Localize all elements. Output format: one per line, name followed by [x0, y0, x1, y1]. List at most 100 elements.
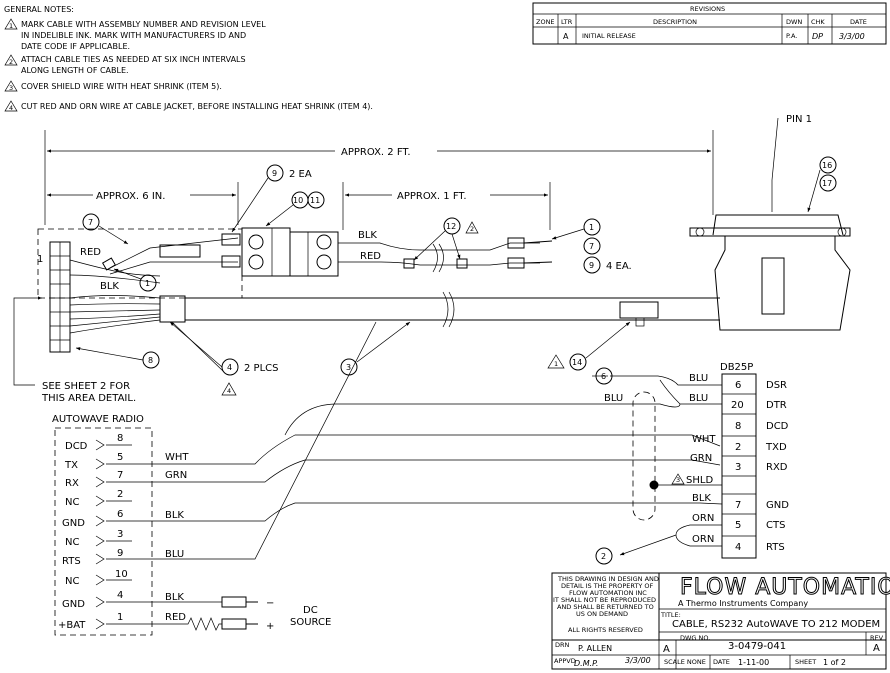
svg-text:11: 11	[310, 196, 320, 205]
svg-text:GND: GND	[62, 599, 85, 610]
note-number: 4	[9, 104, 13, 112]
svg-text:TX: TX	[64, 460, 78, 471]
db25-pin-row: 5 CTS ORN	[692, 513, 785, 531]
svg-text:NC: NC	[65, 537, 79, 548]
subcompany: A Thermo Instruments Company	[678, 599, 808, 608]
note-line: MARK CABLE WITH ASSEMBLY NUMBER AND REVI…	[21, 20, 266, 29]
radio-pin-row: NC 2	[65, 489, 132, 508]
rev-description: INITIAL RELEASE	[582, 32, 636, 40]
svg-text:4: 4	[735, 542, 741, 553]
db25-pin-row: 3 RXD GRN	[690, 453, 788, 473]
svg-text:1: 1	[554, 360, 558, 368]
prop-line: AND SHALL BE RETURNED TO	[557, 603, 654, 611]
fan-out-wires	[69, 259, 161, 334]
svg-text:8: 8	[735, 421, 741, 432]
rev-chk: DP	[812, 32, 823, 41]
left-connector: 1	[37, 241, 71, 353]
svg-text:2: 2	[470, 225, 474, 233]
db25-pin-row: 20 DTR BLU	[689, 393, 787, 411]
svg-text:BLK: BLK	[165, 592, 184, 603]
dwg-label: DWG NO.	[680, 634, 710, 642]
shield-group	[632, 391, 656, 521]
balloon-7-left: 7	[82, 213, 129, 245]
date-value: 1-11-00	[738, 658, 769, 667]
dc-plus: +	[266, 621, 274, 632]
wire-label-red: RED	[80, 247, 101, 258]
dimension-one-foot-label: APPROX. 1 FT.	[397, 191, 467, 202]
svg-text:2: 2	[117, 489, 123, 500]
note-4: 4 CUT RED AND ORN WIRE AT CABLE JACKET, …	[4, 100, 373, 112]
svg-text:10: 10	[115, 569, 128, 580]
prop-line: US ON DEMAND	[576, 610, 628, 618]
radio-pin-row: DCD 8	[65, 433, 132, 452]
rev-header-chk: CHK	[811, 18, 825, 26]
title-label: TITLE:	[660, 611, 681, 619]
callout-2plcs: 2 PLCS	[244, 363, 278, 374]
svg-text:5: 5	[117, 452, 123, 463]
rev-dwn: P.A.	[786, 32, 797, 40]
rev-header-description: DESCRIPTION	[653, 18, 697, 26]
date-label: DATE	[713, 658, 730, 666]
balloon-12: 12 2	[413, 217, 479, 261]
svg-text:14: 14	[572, 358, 582, 367]
triangle-icon	[4, 80, 18, 92]
svg-text:DCD: DCD	[766, 421, 789, 432]
revisions-table: REVISIONS ZONE LTR DESCRIPTION DWN CHK D…	[532, 2, 887, 45]
note-number: 1	[9, 22, 13, 30]
svg-text:3: 3	[676, 476, 680, 484]
rev-header-date: DATE	[850, 18, 867, 26]
note-line: IN INDELIBLE INK. MARK WITH MANUFACTURER…	[21, 31, 246, 40]
db25-pin-row: 8 DCD	[735, 421, 789, 432]
dimension-overall-label: APPROX. 2 FT.	[341, 147, 411, 158]
svg-text:TXD: TXD	[765, 442, 787, 453]
note-1: 1 MARK CABLE WITH ASSEMBLY NUMBER AND RE…	[4, 18, 266, 51]
appvd-value: D.M.P.	[574, 659, 598, 668]
balloon-group-right: 1 7 9 4 EA.	[551, 218, 632, 274]
notes-heading: GENERAL NOTES:	[4, 5, 74, 14]
balloon-3: 3	[340, 321, 411, 376]
rev-ltr: A	[563, 32, 569, 41]
svg-text:ORN: ORN	[692, 534, 714, 545]
radio-pin-row: GND 4 BLK	[62, 590, 222, 610]
svg-text:9: 9	[589, 261, 594, 270]
svg-text:6: 6	[601, 372, 606, 381]
svg-text:WHT: WHT	[165, 452, 189, 463]
note-line: ALONG LENGTH OF CABLE.	[21, 66, 129, 75]
balloon-10-11: 10 11	[265, 191, 325, 227]
svg-text:WHT: WHT	[692, 434, 716, 445]
svg-text:8: 8	[117, 433, 123, 444]
output-wires: BLK RED	[338, 230, 553, 273]
note-number: 3	[9, 84, 13, 92]
radio-pin-row: NC 10	[65, 569, 132, 587]
prop-line: IT SHALL NOT BE REPRODUCED	[553, 596, 656, 604]
rev-value: A	[873, 643, 880, 654]
svg-text:RX: RX	[65, 478, 79, 489]
drawing-title: CABLE, RS232 AutoWAVE TO 212 MODEM	[672, 619, 880, 630]
drn-value: P. ALLEN	[578, 644, 612, 653]
rev-header-zone: ZONE	[536, 18, 555, 26]
pin-one-label: PIN 1	[786, 114, 812, 125]
radio-pin-row: GND 6 BLK	[62, 502, 723, 529]
db25-backshell: PIN 1	[689, 114, 851, 331]
svg-text:GRN: GRN	[165, 470, 187, 481]
radio-pin-row: TX 5 WHT	[64, 434, 721, 471]
appvd-date: 3/3/00	[625, 656, 651, 665]
title-block-text: THIS DRAWING IN DESIGN AND DETAIL IS THE…	[553, 575, 890, 669]
triangle-icon	[4, 100, 18, 112]
svg-text:7: 7	[117, 470, 123, 481]
db25-wiring: 6 3 SHLD BLU 2	[284, 367, 722, 565]
prop-line: FLOW AUTOMATION INC	[569, 589, 647, 597]
dimension-one-foot: APPROX. 1 FT.	[342, 182, 551, 230]
db25-pin-row: 6 DSR BLU	[689, 373, 787, 391]
triangle-icon	[4, 54, 18, 66]
connector-pin-one-label: 1	[37, 254, 43, 265]
dc-minus: −	[266, 598, 274, 609]
note-line: ATTACH CABLE TIES AS NEEDED AT SIX INCH …	[21, 55, 246, 64]
note-3: 3 COVER SHIELD WIRE WITH HEAT SHRINK (IT…	[4, 80, 222, 92]
db25-pin-row: 4 RTS ORN	[692, 534, 785, 553]
svg-text:7: 7	[88, 218, 93, 227]
terminal-block	[241, 227, 339, 277]
note-line: CUT RED AND ORN WIRE AT CABLE JACKET, BE…	[21, 102, 373, 111]
svg-text:DSR: DSR	[766, 380, 787, 391]
